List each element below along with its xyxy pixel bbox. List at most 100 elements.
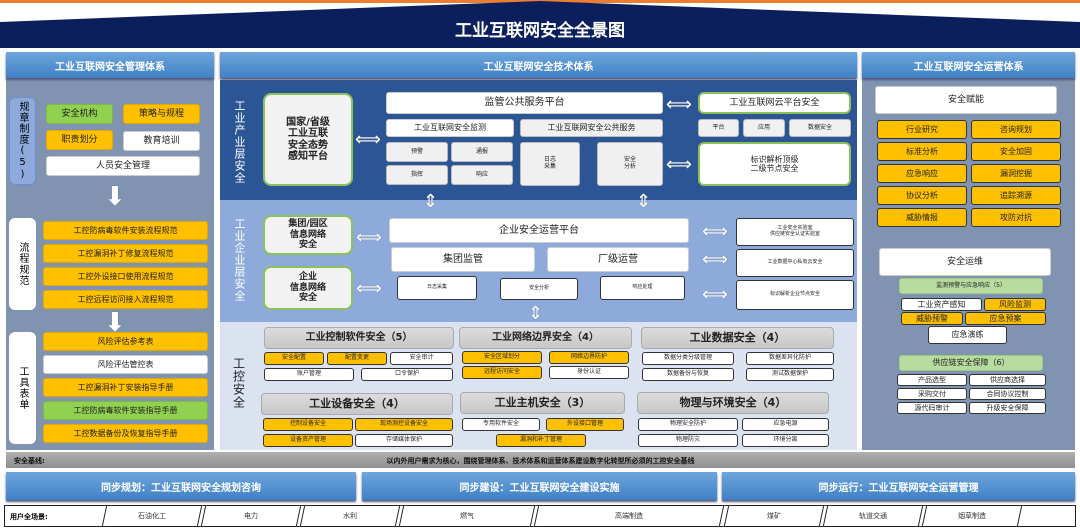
control-item: 测试数据保护 (746, 368, 834, 381)
scenario-item[interactable]: 煤矿 (723, 505, 825, 527)
control-group-title: 工业设备安全（4） (261, 393, 453, 415)
baseline-text: 以内外用户需求为核心，围绕管理体系、技术体系和运营体系建设数字化转型所必须的工控… (386, 457, 695, 465)
public-service-box: 工业互联网安全公共服务 (520, 119, 663, 137)
control-item: 漏洞和补丁管理 (496, 434, 586, 447)
supply-chain-title: 供应链安全保障（6） (899, 355, 1043, 371)
scenario-label-text: 烟草制造 (958, 512, 986, 520)
control-item: 口令保护 (361, 368, 453, 381)
scenario-label-text: 石油化工 (138, 512, 166, 520)
ops-platform-box: 企业安全运营平台 (389, 218, 689, 243)
supply-chain-item: 升级安全保障 (969, 402, 1046, 414)
rule-item: 人员安全管理 (46, 156, 200, 176)
empowerment-item: 咨询规划 (971, 120, 1061, 139)
control-item: 物理防灾 (638, 434, 738, 447)
scenario-label-text: 水利 (343, 512, 357, 520)
scenario-item[interactable]: 高端制造 (533, 505, 725, 527)
double-arrow-icon: ⟺ (356, 278, 382, 299)
scenario-item[interactable]: 烟草制造 (921, 505, 1023, 527)
control-item: 身份认证 (549, 366, 629, 379)
scenario-item[interactable]: 电力 (200, 505, 302, 527)
control-group-title: 工业网络边界安全（4） (459, 327, 632, 349)
vertical-arrow-icon: ⇕ (423, 191, 439, 212)
supply-chain-item: 源代码审计 (897, 402, 967, 414)
empowerment-item: 威胁情报 (877, 208, 967, 227)
scenario-label-text: 燃气 (460, 512, 474, 520)
supervision-platform: 监管公共服务平台 (386, 92, 663, 114)
technology-header: 工业互联网安全技术体系 (220, 52, 857, 78)
double-arrow-icon: ⟺ (355, 129, 381, 150)
empowerment-title: 安全赋能 (875, 86, 1057, 114)
scenario-item[interactable]: 水利 (299, 505, 401, 527)
supply-chain-item: 采购交付 (897, 388, 967, 400)
cloud-item: 数据安全 (789, 119, 851, 137)
empowerment-item: 行业研究 (877, 120, 967, 139)
tools-label: 工具表单 (9, 332, 36, 444)
rule-item: 策略与规程 (123, 104, 200, 124)
supply-chain-item: 供应商选择 (969, 374, 1046, 386)
scenario-item[interactable]: 轨道交通 (822, 505, 924, 527)
baseline-bar (6, 452, 1075, 468)
control-layer-label: 工控安全 (231, 357, 246, 409)
group-supervision-box: 集团监管 (391, 247, 535, 272)
enterprise-network-box: 企业 信息网络 安全 (263, 266, 353, 310)
monitoring-response-item: 风险监测 (984, 298, 1046, 311)
management-header: 工业互联网安全管理体系 (6, 52, 214, 78)
supply-chain-item: 产品选型 (897, 374, 967, 386)
scenario-label-text: 煤矿 (767, 512, 781, 520)
sync-construction: 同步建设：工业互联网安全建设实施 (362, 472, 717, 500)
control-item: 现场测控设备安全 (355, 418, 453, 431)
enterprise-node-box: 工业安全实验室 供应链安全认证实验室 (736, 218, 854, 246)
cloud-item: 应用 (743, 119, 785, 137)
monitoring-response-item: 威胁预警 (901, 312, 963, 325)
cloud-security-box: 工业互联网云平台安全 (698, 92, 851, 114)
scenario-label-text: 电力 (244, 512, 258, 520)
control-group-title: 工业主机安全（3） (460, 392, 625, 414)
double-arrow-icon: ⟺ (702, 284, 728, 305)
scenario-item[interactable]: 石油化工 (101, 505, 203, 527)
double-arrow-icon: ⟺ (356, 227, 382, 248)
rule-item: 教育培训 (123, 131, 200, 151)
empowerment-item: 协议分析 (877, 186, 967, 205)
empowerment-item: 漏洞挖掘 (971, 164, 1061, 183)
monitoring-item: 预警 (386, 142, 448, 162)
control-item: 控制设备安全 (263, 418, 353, 431)
supply-chain-item: 合同协议控制 (969, 388, 1046, 400)
maintenance-title: 安全运维 (879, 248, 1051, 276)
tool-item: 工控防病毒软件安装指导手册 (43, 401, 208, 420)
control-item: 安全审计 (390, 352, 453, 365)
tool-item: 风险评估管控表 (43, 355, 208, 374)
process-item: 工控防病毒软件安装流程规范 (43, 221, 208, 240)
scenario-label-text: 轨道交通 (859, 512, 887, 520)
double-arrow-icon: ⟺ (666, 94, 692, 115)
empowerment-item: 安全加固 (971, 142, 1061, 161)
control-item: 配置变更 (327, 352, 387, 365)
scenario-item[interactable]: 燃气 (398, 505, 536, 527)
monitoring-item: 指挥 (386, 165, 448, 185)
control-item: 网络边界防护 (549, 351, 629, 364)
enterprise-node-box: 标识解析企业节点安全 (736, 280, 854, 310)
control-group-title: 物理与环境安全（4） (637, 392, 829, 414)
process-item: 工控漏洞补丁修复流程规范 (43, 244, 208, 263)
public-service-item: 安全 分析 (597, 142, 663, 186)
cloud-item: 平台 (698, 119, 739, 137)
tool-item: 风险评估参考表 (43, 332, 208, 351)
operations-header: 工业互联网安全运营体系 (862, 52, 1075, 78)
rule-item: 安全机构 (46, 104, 113, 124)
vertical-arrow-icon: ⇕ (636, 191, 652, 212)
enterprise-node-box: 工业数据中心私有云安全 (736, 249, 854, 277)
industry-layer-label: 工业产业层安全 (233, 100, 246, 184)
control-item: 专用软件安全 (462, 418, 540, 431)
control-item: 物理安全防护 (638, 418, 738, 431)
sync-planning: 同步规划：工业互联网安全规划咨询 (6, 472, 356, 500)
baseline-label: 安全基线: (14, 457, 45, 465)
down-arrow-icon: ⬇ (104, 182, 126, 212)
control-item: 安全区域划分 (462, 351, 542, 364)
control-item: 数据分类分级管理 (642, 352, 734, 365)
empowerment-item: 追踪溯源 (971, 186, 1061, 205)
control-item: 设备资产管理 (263, 434, 353, 447)
control-group-title: 工业数据安全（4） (641, 327, 834, 349)
ops-item: 安全分析 (500, 278, 578, 300)
double-arrow-icon: ⟺ (702, 221, 728, 242)
scenario-label: 用户全场景: (10, 513, 48, 521)
enterprise-layer-label: 工业企业层安全 (233, 218, 246, 302)
